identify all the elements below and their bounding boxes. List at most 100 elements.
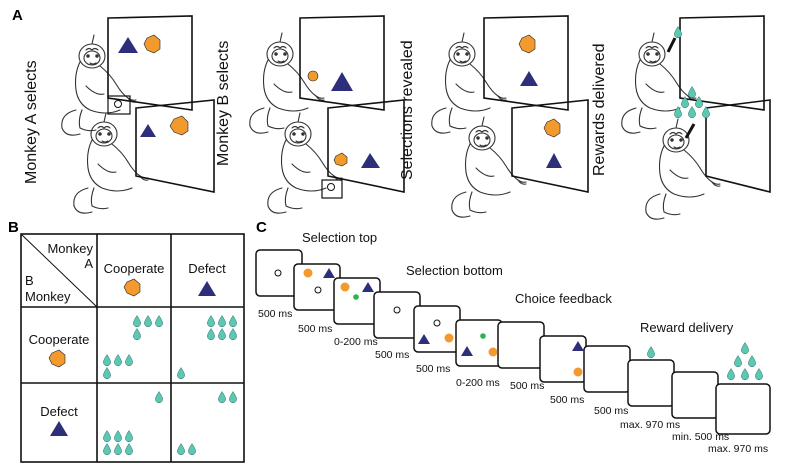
payoff-drop-icon: [143, 315, 153, 328]
defect-triangle-icon: [546, 153, 562, 168]
scene-monkey-b-selects: [249, 15, 405, 214]
timeline-screen: [455, 319, 503, 367]
payoff-drop-icon: [154, 391, 164, 404]
payoff-drop-icon: [102, 430, 112, 443]
response-box: [107, 95, 131, 115]
col-header-defect: Defect: [188, 261, 226, 276]
reward-drop-icon: [754, 368, 764, 381]
duration-label: 500 ms: [510, 380, 544, 392]
reward-drop-icon: [726, 368, 736, 381]
response-cursor: [327, 183, 335, 191]
title-selections-revealed: Selections revealed: [399, 40, 416, 180]
payoff-drop-icon: [206, 315, 216, 328]
timeline-screen: [497, 321, 545, 369]
fixation-dot: [274, 269, 282, 277]
fixation-dot: [393, 306, 401, 314]
payoff-drop-icon: [102, 367, 112, 380]
reward-drop-icon: [687, 86, 697, 99]
title-monkey-b-selects: Monkey B selects: [215, 41, 232, 166]
cooperate-octagon-icon: [543, 118, 561, 138]
timeline-screen: [333, 277, 381, 325]
corner-b: B: [25, 273, 34, 288]
defect-triangle-icon: [50, 421, 68, 436]
payoff-drop-icon: [217, 328, 227, 341]
trial-timeline: Selection top Selection bottom Choice fe…: [255, 230, 771, 455]
payoff-drop-icon: [228, 328, 238, 341]
payoff-drop-icon: [206, 328, 216, 341]
stage-choice-feedback: Choice feedback: [515, 291, 612, 306]
top-screen: [107, 15, 193, 111]
defect-triangle-icon: [140, 124, 156, 137]
response-box: [321, 179, 343, 199]
payoff-drop-icon: [124, 443, 134, 456]
timeline-screen: [373, 291, 421, 339]
duration-label: 500 ms: [298, 323, 332, 335]
cooperate-icon: [444, 333, 454, 343]
bottom-screen: [511, 99, 589, 193]
duration-label: 0-200 ms: [456, 377, 500, 389]
payoff-drop-icon: [102, 443, 112, 456]
monkey-a-drawing: [431, 32, 507, 134]
cooperate-octagon-icon: [48, 349, 66, 368]
reward-drop-icon: [747, 355, 757, 368]
payoff-drop-icon: [228, 315, 238, 328]
reward-spout: [666, 37, 677, 53]
response-cursor: [114, 100, 122, 108]
monkey-a-drawing: [621, 32, 697, 134]
matrix-border: [20, 233, 245, 463]
duration-label: 500 ms: [594, 405, 628, 417]
defect-triangle-icon: [418, 334, 430, 344]
payoff-drop-icon: [132, 315, 142, 328]
payoff-drop-icon: [113, 443, 123, 456]
top-screen: [483, 15, 569, 111]
defect-triangle-icon: [118, 37, 138, 53]
matrix-labels: Monkey A B Monkey Cooperate Defect Coope…: [25, 241, 226, 436]
cooperate-icon: [488, 347, 498, 357]
defect-triangle-icon: [361, 153, 380, 168]
duration-label: 500 ms: [550, 394, 584, 406]
cooperate-octagon-icon: [169, 115, 189, 136]
fixation-dot: [433, 319, 441, 327]
duration-label: 0-200 ms: [334, 336, 378, 348]
defect-triangle-icon: [323, 268, 335, 278]
payoff-drop-icon: [132, 328, 142, 341]
payoff-matrix: [20, 233, 245, 463]
bottom-screen: [705, 99, 771, 194]
defect-triangle-icon: [198, 281, 216, 296]
reward-drop-icon: [733, 355, 743, 368]
stage-reward-delivery: Reward delivery: [640, 320, 734, 335]
reward-spout: [684, 123, 696, 139]
row-header-cooperate: Cooperate: [29, 332, 90, 347]
monkey-a-drawing: [249, 32, 325, 134]
defect-triangle-icon: [572, 341, 584, 351]
top-screen: [299, 15, 385, 111]
bottom-screen: [135, 99, 215, 193]
duration-label: 500 ms: [416, 363, 450, 375]
cooperate-icon: [303, 268, 313, 278]
duration-label: 500 ms: [375, 349, 409, 361]
defect-triangle-icon: [461, 346, 473, 356]
title-rewards-delivered: Rewards delivered: [591, 43, 608, 176]
reward-drop-icon: [687, 106, 697, 119]
payoff-drop-icon: [176, 367, 186, 380]
panel-b-label: B: [8, 219, 19, 236]
scene-monkey-a-selects: [61, 15, 215, 214]
payoff-drops: [102, 315, 238, 456]
timeline-screen: [413, 305, 461, 353]
cooperate-octagon-icon: [123, 278, 141, 297]
reward-drop-icon: [740, 368, 750, 381]
reward-drop-icon: [673, 106, 683, 119]
payoff-drop-icon: [176, 443, 186, 456]
selected-cooperate-icon: [307, 70, 319, 82]
duration-label: max. 970 ms: [708, 443, 768, 455]
payoff-drop-icon: [113, 354, 123, 367]
reward-drop-icon: [740, 342, 750, 355]
corner-diagonal: [20, 233, 98, 308]
scene-selections-revealed: [431, 15, 589, 218]
monkey-b-drawing: [645, 118, 721, 220]
timeline-screen: [583, 345, 631, 393]
panel-a-label: A: [12, 7, 23, 24]
top-screen: [679, 15, 765, 111]
cooperate-octagon-icon: [143, 34, 161, 54]
